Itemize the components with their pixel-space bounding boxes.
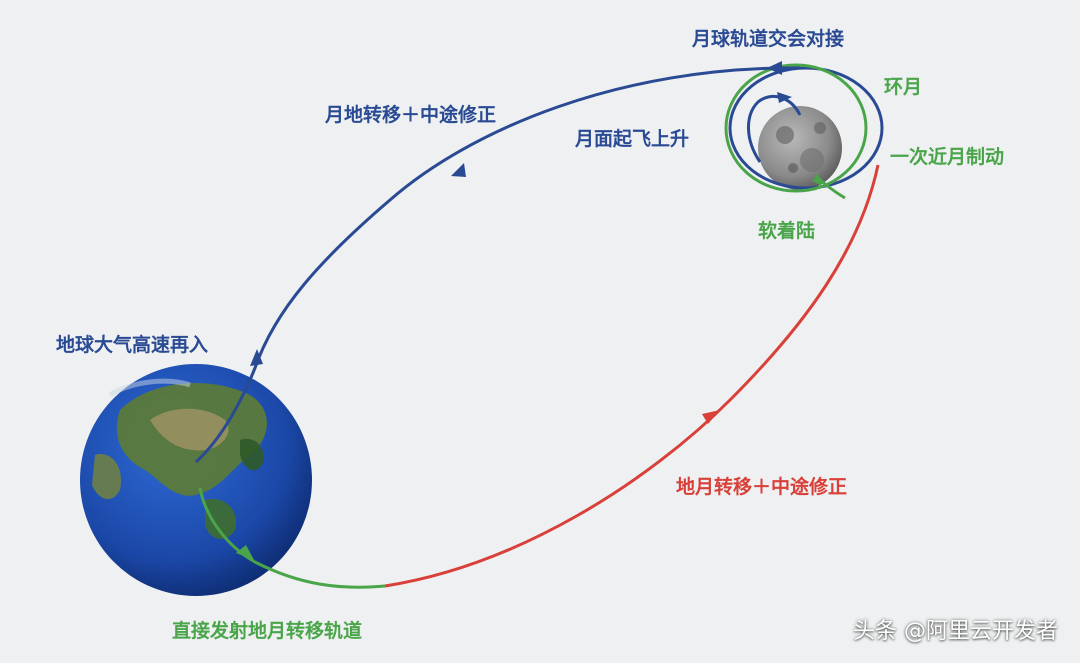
launch-arrow xyxy=(236,545,254,560)
label-lunar-orbit: 环月 xyxy=(884,76,923,98)
lunar-orbit-blue xyxy=(728,66,884,190)
reentry-arrow xyxy=(250,349,263,366)
moon-earth-transfer-line xyxy=(194,66,801,464)
earth-moon-transfer-arrow xyxy=(702,410,720,424)
label-lunar-braking: 一次近月制动 xyxy=(890,146,1005,168)
lunar-ascent-arrow xyxy=(777,92,792,103)
earth-icon xyxy=(80,364,312,596)
launch-trajectory-line xyxy=(198,487,386,589)
lunar-orbit-green xyxy=(724,63,868,193)
label-atmospheric-reentry: 地球大气高速再入 xyxy=(56,334,209,356)
moon-icon xyxy=(758,106,842,190)
lunar-ascent-path xyxy=(747,94,802,163)
label-moon-earth-transfer: 月地转移＋中途修正 xyxy=(325,104,497,126)
label-direct-launch: 直接发射地月转移轨道 xyxy=(172,620,363,642)
label-soft-landing: 软着陆 xyxy=(758,220,816,242)
docking-arrow xyxy=(767,61,782,75)
label-lunar-ascent: 月面起飞上升 xyxy=(575,128,690,150)
moon-earth-transfer-arrow xyxy=(451,163,466,177)
watermark: 头条 @阿里云开发者 xyxy=(853,619,1058,644)
label-lunar-orbit-docking: 月球轨道交会对接 xyxy=(692,28,845,50)
label-earth-moon-transfer: 地月转移＋中途修正 xyxy=(676,476,848,498)
soft-landing-arrow xyxy=(812,175,822,186)
